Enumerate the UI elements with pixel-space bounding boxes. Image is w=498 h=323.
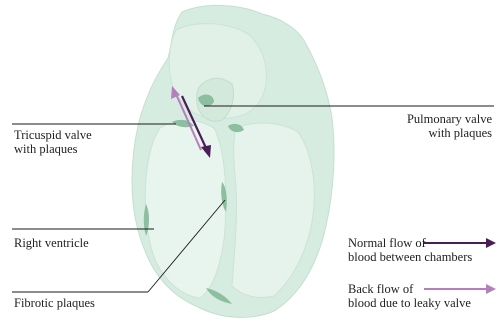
legend-back-line2: blood due to leaky valve [348,296,471,310]
legend-normal-flow: Normal flow of blood between chambers [348,236,472,264]
tricuspid-label-line2: with plaques [14,142,92,156]
legend-normal-line2: blood between chambers [348,250,472,264]
tricuspid-label-line1: Tricuspid valve [14,128,92,142]
pulmonary-label: Pulmonary valve with plaques [407,112,492,140]
pulmonary-label-line2: with plaques [407,126,492,140]
tricuspid-label: Tricuspid valve with plaques [14,128,92,156]
pulmonary-label-line1: Pulmonary valve [407,112,492,126]
legend-normal-line1: Normal flow of [348,236,472,250]
legend-back-line1: Back flow of [348,282,471,296]
fibrotic-plaques-label: Fibrotic plaques [14,296,95,310]
legend-back-flow: Back flow of blood due to leaky valve [348,282,471,310]
right-ventricle-label: Right ventricle [14,236,89,250]
